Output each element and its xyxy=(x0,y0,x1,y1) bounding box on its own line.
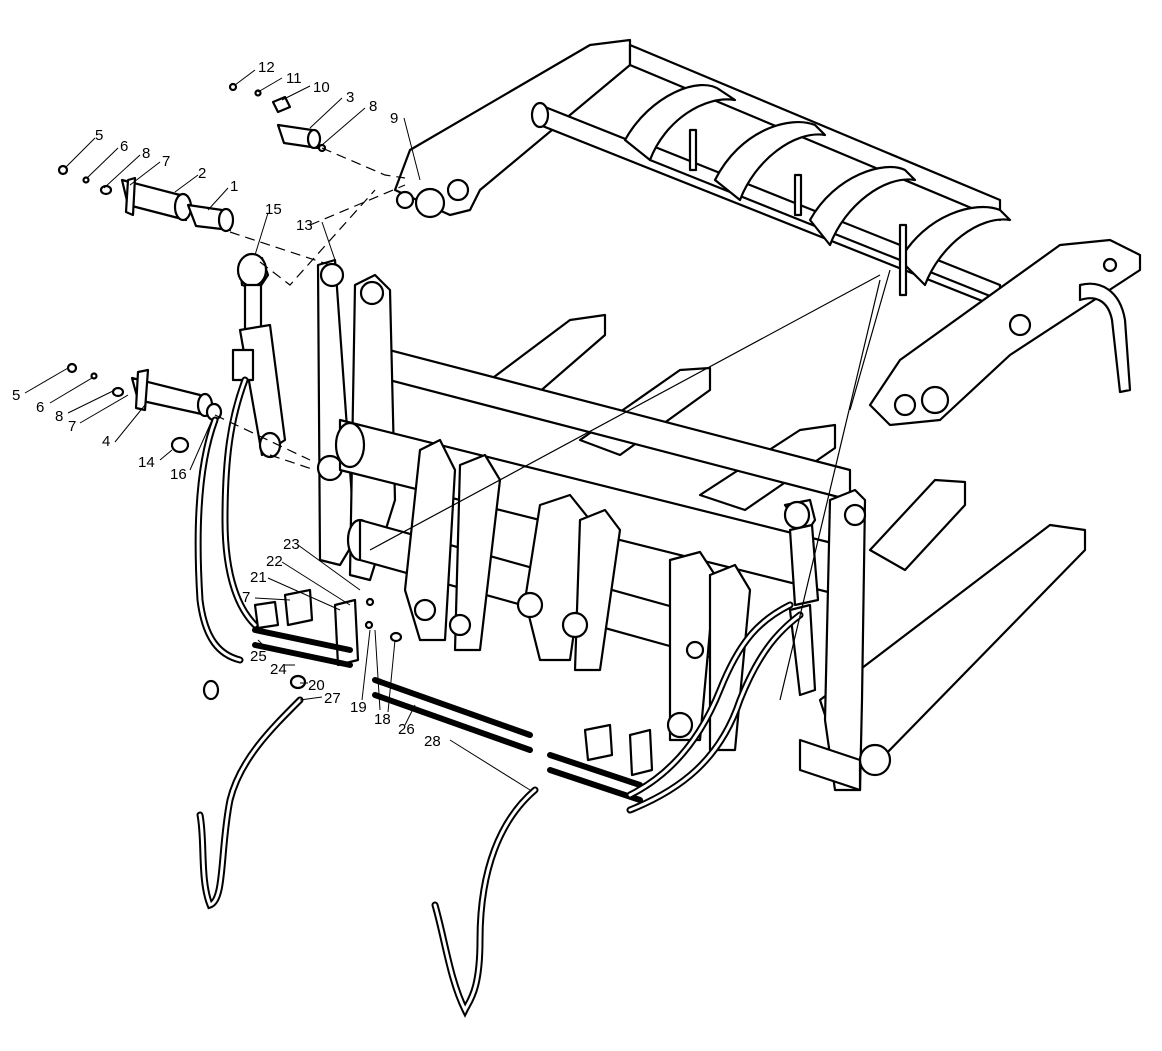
callout-5: 5 xyxy=(95,127,103,144)
callout-8: 8 xyxy=(142,145,150,162)
callout-14: 14 xyxy=(138,454,155,471)
callout-16: 16 xyxy=(170,466,187,483)
callout-2: 2 xyxy=(198,165,206,182)
callout-11: 11 xyxy=(286,70,302,87)
callout-15: 15 xyxy=(265,201,282,218)
callout-8: 8 xyxy=(369,98,377,115)
callout-27: 27 xyxy=(324,690,341,707)
callout-23: 23 xyxy=(283,536,300,553)
callout-26: 26 xyxy=(398,721,415,738)
grapple-arm-icon xyxy=(393,38,1142,427)
callout-6: 6 xyxy=(36,399,44,416)
callout-7: 7 xyxy=(242,589,250,606)
callout-7: 7 xyxy=(68,418,76,435)
callout-25: 25 xyxy=(250,648,267,665)
hydraulic-hose-icon xyxy=(252,627,643,803)
callout-21: 21 xyxy=(250,569,267,586)
hydraulic-hose-icon xyxy=(194,376,804,1018)
callout-3: 3 xyxy=(346,89,354,106)
callout-22: 22 xyxy=(266,553,283,570)
hydraulic-cylinder-icon xyxy=(231,252,287,459)
callout-24: 24 xyxy=(270,661,287,678)
assembly-lines xyxy=(214,147,891,701)
callout-9: 9 xyxy=(390,110,398,127)
callout-labels: 12 11 10 3 8 9 5 6 8 7 2 1 15 13 5 6 8 7… xyxy=(12,59,441,750)
callout-12: 12 xyxy=(258,59,275,76)
callout-8: 8 xyxy=(55,408,63,425)
callout-leaders xyxy=(24,69,531,791)
callout-19: 19 xyxy=(350,699,367,716)
callout-20: 20 xyxy=(308,677,325,694)
hydraulic-cylinder-icon xyxy=(783,498,820,697)
callout-10: 10 xyxy=(313,79,330,96)
callout-6: 6 xyxy=(120,138,128,155)
callout-7: 7 xyxy=(162,153,170,170)
callout-5: 5 xyxy=(12,387,20,404)
callout-18: 18 xyxy=(374,711,391,728)
fork-frame-icon xyxy=(316,258,1087,792)
callout-28: 28 xyxy=(424,733,441,750)
callout-4: 4 xyxy=(102,433,110,450)
callout-13: 13 xyxy=(296,217,313,234)
callout-1: 1 xyxy=(230,178,238,195)
